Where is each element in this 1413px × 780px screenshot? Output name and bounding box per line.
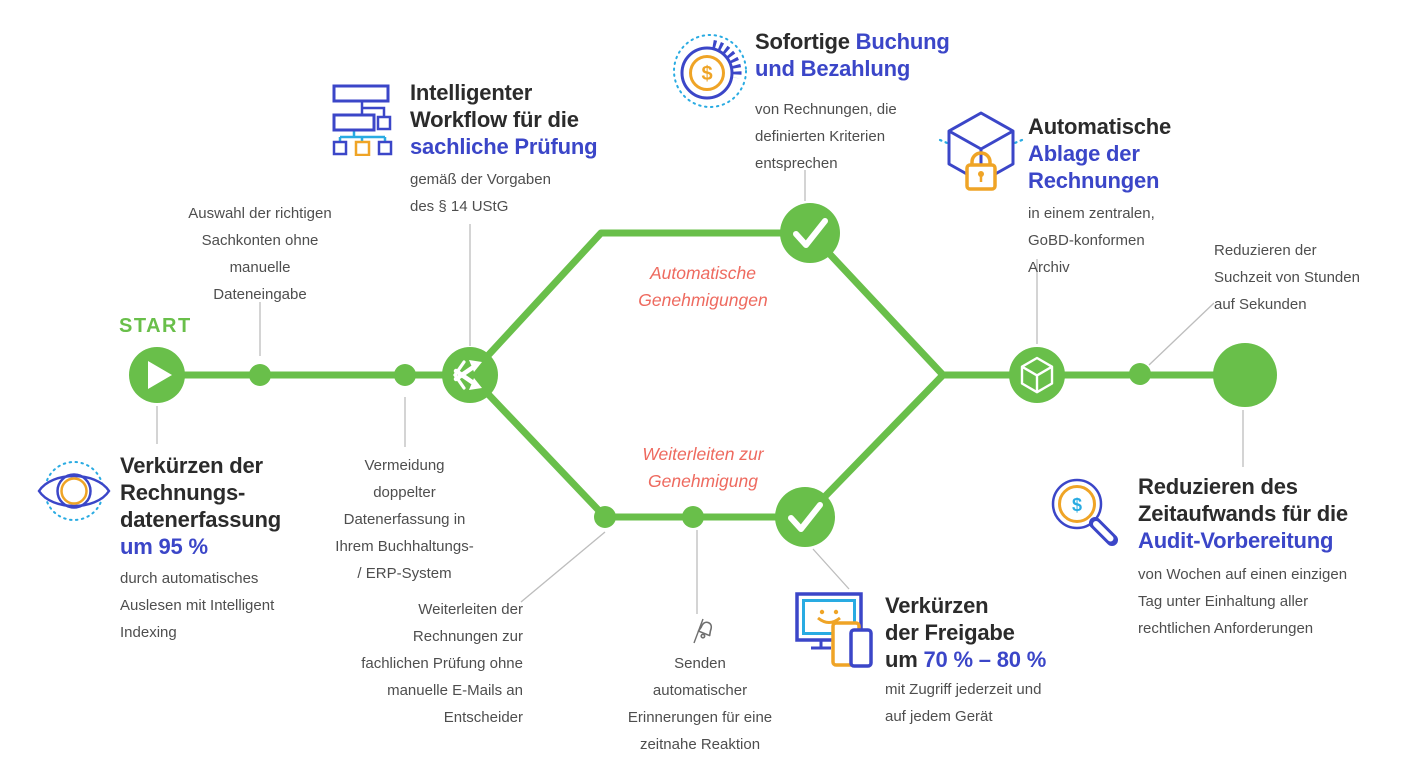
booking-title: Sofortige Buchung und Bezahlung bbox=[755, 28, 950, 82]
booking-title-highlight: Buchung und Bezahlung bbox=[755, 29, 950, 81]
note-forwarding: Weiterleiten der Rechnungen zur fachlich… bbox=[361, 601, 523, 726]
branch-label-top: Automatische Genehmigungen bbox=[638, 263, 768, 310]
split-arrowhead bbox=[469, 378, 482, 390]
step-dot bbox=[1129, 363, 1151, 385]
coin-dollar-icon: $ bbox=[673, 34, 747, 108]
archive-title-dark: Automatische bbox=[1028, 114, 1172, 139]
split-arrows-icon bbox=[453, 360, 475, 390]
capture-title-dark: Verkürzen der Rechnungs- datenerfassung bbox=[120, 453, 282, 532]
note-duplicates: Vermeidung doppelter Datenerfassung in I… bbox=[335, 457, 474, 582]
check-node-bottom bbox=[775, 487, 835, 547]
note-accounts: Auswahl der richtigen Sachkonten ohne ma… bbox=[188, 205, 332, 303]
connector bbox=[520, 531, 606, 603]
flow-path bbox=[157, 229, 1245, 521]
note-search-time: Reduzieren der Suchzeit von Stunden auf … bbox=[1214, 242, 1360, 313]
audit-title-highlight: Audit-Vorbereitung bbox=[1138, 528, 1334, 553]
devices-smile-icon bbox=[795, 592, 873, 668]
eye-scan-icon bbox=[37, 461, 111, 521]
step-dot bbox=[249, 364, 271, 386]
check-icon bbox=[788, 502, 823, 532]
archive-body: in einem zentralen, GoBD-konformen Archi… bbox=[1028, 205, 1155, 276]
approval-title: Verkürzen der Freigabe um 70 % – 80 % bbox=[885, 592, 1046, 673]
split-arrowhead bbox=[469, 360, 482, 372]
step-dot bbox=[594, 506, 616, 528]
dollar-glyph: $ bbox=[701, 63, 712, 85]
flow-segment-top-branch bbox=[467, 229, 946, 378]
check-node-top bbox=[780, 203, 840, 263]
secure-box-icon bbox=[938, 111, 1024, 191]
cube-icon bbox=[1020, 356, 1054, 394]
start-label: START bbox=[119, 315, 192, 337]
booking-body: von Rechnungen, die definierten Kriterie… bbox=[755, 101, 897, 172]
connector bbox=[1148, 302, 1215, 366]
approval-title-highlight: 70 % – 80 % bbox=[923, 647, 1047, 672]
check-icon bbox=[793, 218, 828, 248]
capture-title-highlight: um 95 % bbox=[120, 534, 208, 559]
end-node bbox=[1213, 343, 1277, 407]
bell-icon bbox=[693, 618, 713, 644]
step-dot bbox=[394, 364, 416, 386]
dollar-glyph: $ bbox=[1072, 495, 1082, 515]
workflow-title-highlight: sachliche Prüfung bbox=[410, 134, 598, 159]
audit-body: von Wochen auf einen einzigen Tag unter … bbox=[1138, 566, 1348, 637]
connector bbox=[812, 548, 850, 590]
magnifier-dollar-icon: $ bbox=[1051, 478, 1118, 546]
branch-label-bottom: Weiterleiten zur Genehmigung bbox=[642, 444, 764, 491]
booking-title-dark: Sofortige bbox=[755, 29, 856, 54]
workflow-title: Intelligenter Workflow für die sachliche… bbox=[410, 79, 598, 160]
capture-title: Verkürzen der Rechnungs- datenerfassung … bbox=[120, 452, 281, 560]
capture-body: durch automatisches Auslesen mit Intelli… bbox=[120, 570, 275, 641]
workflow-title-dark: Intelligenter Workflow für die bbox=[410, 80, 579, 132]
approval-body: mit Zugriff jederzeit und auf jedem Gerä… bbox=[885, 681, 1042, 725]
split-node bbox=[442, 347, 498, 403]
archive-title-highlight: Ablage der Rechnungen bbox=[1028, 141, 1160, 193]
audit-title: Reduzieren des Zeitaufwands für die Audi… bbox=[1138, 473, 1348, 554]
flow-segment-bottom-branch bbox=[467, 372, 946, 521]
connector-lines bbox=[156, 170, 1244, 614]
step-dot bbox=[682, 506, 704, 528]
org-chart-icon bbox=[332, 84, 393, 156]
audit-title-dark: Reduzieren des Zeitaufwands für die bbox=[1138, 474, 1348, 526]
archive-title: Automatische Ablage der Rechnungen bbox=[1028, 113, 1171, 194]
play-icon bbox=[148, 361, 172, 389]
workflow-body: gemäß der Vorgaben des § 14 UStG bbox=[410, 171, 551, 215]
note-reminders: Senden automatischer Erinnerungen für ei… bbox=[627, 655, 773, 753]
approval-title-dark: Verkürzen der Freigabe um bbox=[885, 593, 1015, 672]
flow-nodes bbox=[129, 203, 1277, 547]
